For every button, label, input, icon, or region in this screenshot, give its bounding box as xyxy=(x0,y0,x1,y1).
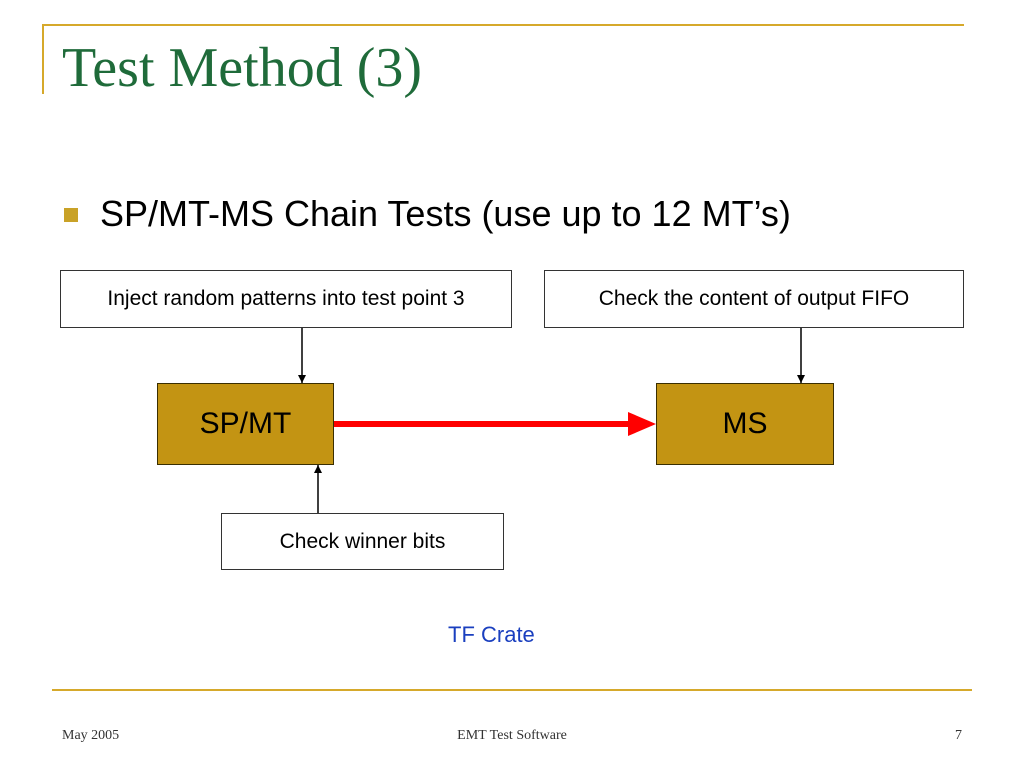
slide-title: Test Method (3) xyxy=(62,37,423,99)
inject-patterns-box: Inject random patterns into test point 3 xyxy=(60,270,512,328)
frame-left-rule xyxy=(42,24,44,94)
footer-rule xyxy=(52,689,972,691)
check-winner-bits-box: Check winner bits xyxy=(221,513,504,570)
ms-block: MS xyxy=(656,383,834,465)
spmt-to-ms-chain-arrowhead xyxy=(628,412,656,436)
page-number: 7 xyxy=(955,728,962,743)
bullet-text: SP/MT-MS Chain Tests (use up to 12 MT’s) xyxy=(100,193,791,234)
frame-top-rule xyxy=(42,24,964,26)
footer-date: May 2005 xyxy=(62,728,120,743)
bullet-square-icon xyxy=(64,208,78,222)
footer-title: EMT Test Software xyxy=(457,728,567,743)
spmt-block: SP/MT xyxy=(157,383,334,465)
check-fifo-box: Check the content of output FIFO xyxy=(544,270,964,328)
tf-crate-label: TF Crate xyxy=(448,622,535,647)
